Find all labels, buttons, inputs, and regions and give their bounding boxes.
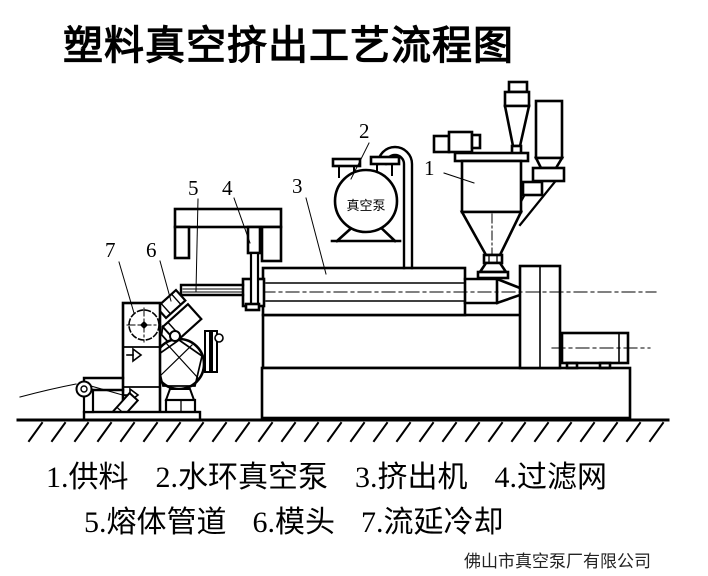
legend-row-2: 5.熔体管道 6.模头 7.流延冷却 xyxy=(84,497,530,541)
callout-4: 4 xyxy=(222,176,233,200)
legend-item-6: 6.模头 xyxy=(252,506,336,539)
company-name: 佛山市真空泵厂有限公司 xyxy=(464,552,651,571)
legend-item-4: 4.过滤网 xyxy=(494,461,608,494)
casting-roll xyxy=(152,330,224,415)
ground-line xyxy=(16,418,670,443)
extruder-machine xyxy=(237,264,657,420)
takeoff-stand xyxy=(19,376,202,422)
legend-item-5: 5.熔体管道 xyxy=(84,506,227,539)
vacuum-pump-label: 真空泵 xyxy=(346,198,386,213)
callout-3: 3 xyxy=(292,174,303,198)
callout-6: 6 xyxy=(146,238,157,262)
legend-item-3: 3.挤出机 xyxy=(355,461,468,494)
callout-2: 2 xyxy=(359,119,370,143)
callout-1: 1 xyxy=(424,156,435,180)
vacuum-pump xyxy=(330,145,414,270)
melt-pipe-and-flange xyxy=(179,251,266,312)
page-title: 塑料真空挤出工艺流程图 xyxy=(63,23,514,68)
callout-7: 7 xyxy=(105,238,116,262)
legend-item-7: 7.流延冷却 xyxy=(361,506,504,539)
callout-leader-lines xyxy=(118,142,475,314)
legend-row-1: 1.供料 2.水环真空泵 3.挤出机 4.过滤网 xyxy=(46,452,634,496)
legend-item-2: 2.水环真空泵 xyxy=(155,461,329,494)
legend-item-1: 1.供料 xyxy=(46,461,129,494)
cooling-unit-panel xyxy=(112,301,162,420)
callout-5: 5 xyxy=(188,176,199,200)
gantry-bracket xyxy=(173,207,283,263)
feed-hopper xyxy=(432,80,566,280)
